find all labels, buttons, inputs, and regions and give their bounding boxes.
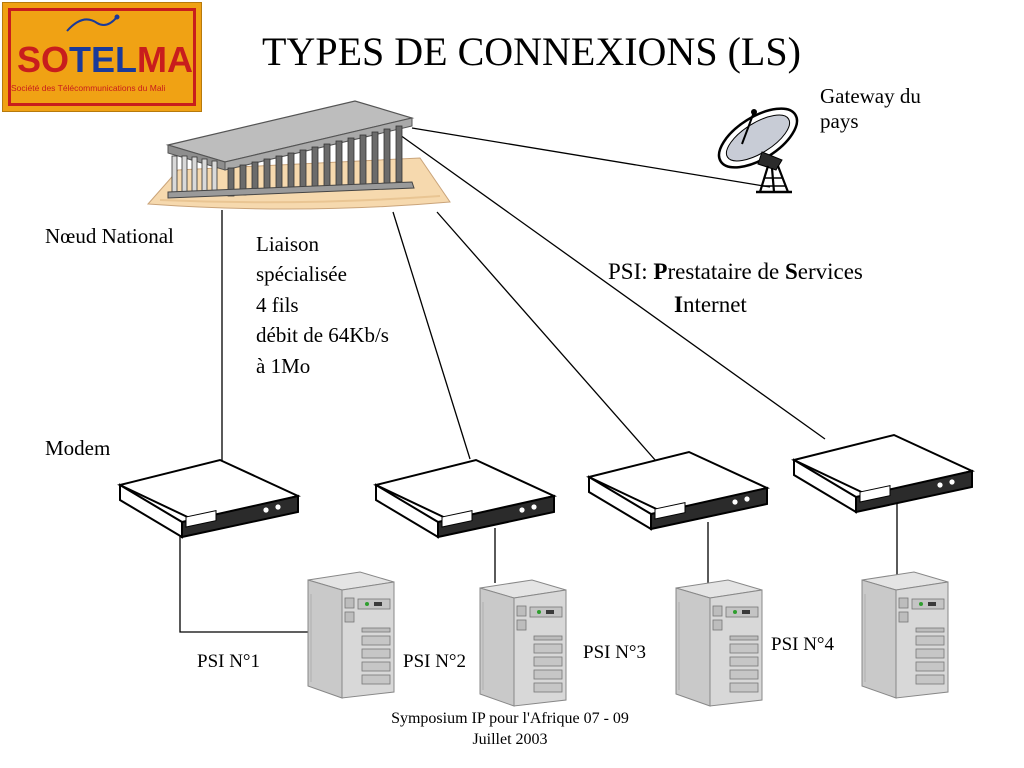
tower-pc-icon [861,571,949,699]
psi-def-s-rest: ervices [797,259,863,284]
psi-def-s: S [784,259,798,284]
modem-icon [588,451,768,530]
psi-def-line2: Internet [608,288,863,321]
link-temple-modem3 [436,211,657,462]
psi-def-i-rest: nternet [682,292,747,318]
psi-def-i: I [674,292,683,318]
psi-label-4: PSI N°4 [771,634,835,655]
psi-def-p: P [653,259,668,284]
logo-so: SO [17,39,70,80]
tower-pc-icon [479,579,567,707]
link-temple-modem2 [392,211,471,460]
gateway-label: Gateway du pays [820,84,921,133]
tower-pc-icon [307,571,395,699]
logo-frame [8,8,196,106]
logo-wordmark: SOTELMA [17,39,193,81]
logo-subtitle: Société des Télécommunications du Mali [11,83,166,93]
tower-pc-icon [675,579,763,707]
psi-label-2: PSI N°2 [403,651,467,672]
link-temple-modem4 [399,134,826,440]
psi-label-3: PSI N°3 [583,642,647,663]
greek-temple-icon [146,100,451,210]
psi-label-1: PSI N°1 [197,651,261,672]
satellite-dish-icon [717,107,799,194]
logo-ma: MA [137,39,194,80]
link-temple-gateway [411,127,771,188]
psi-def-p-rest: restataire de [667,259,785,284]
slide-footer: Symposium IP pour l'Afrique 07 - 09 Juil… [391,710,629,748]
leased-line-label: Liaison spécialisée 4 fils débit de 64Kb… [256,232,389,378]
modem-label: Modem [45,436,111,460]
sotelma-logo: SOTELMA Société des Télécommunications d… [2,2,202,112]
modem-icon [119,459,299,538]
connection-lines [179,127,898,633]
modem-icon [793,434,973,513]
modem-icon [375,459,555,538]
link-modem1-psi1 [179,532,308,633]
national-node-label: Nœud National [45,224,174,248]
logo-tel: TEL [69,39,138,80]
psi-def-prefix: PSI: [608,259,654,284]
logo-swirl-icon [66,14,120,32]
slide-title: TYPES DE CONNEXIONS (LS) [262,29,801,74]
